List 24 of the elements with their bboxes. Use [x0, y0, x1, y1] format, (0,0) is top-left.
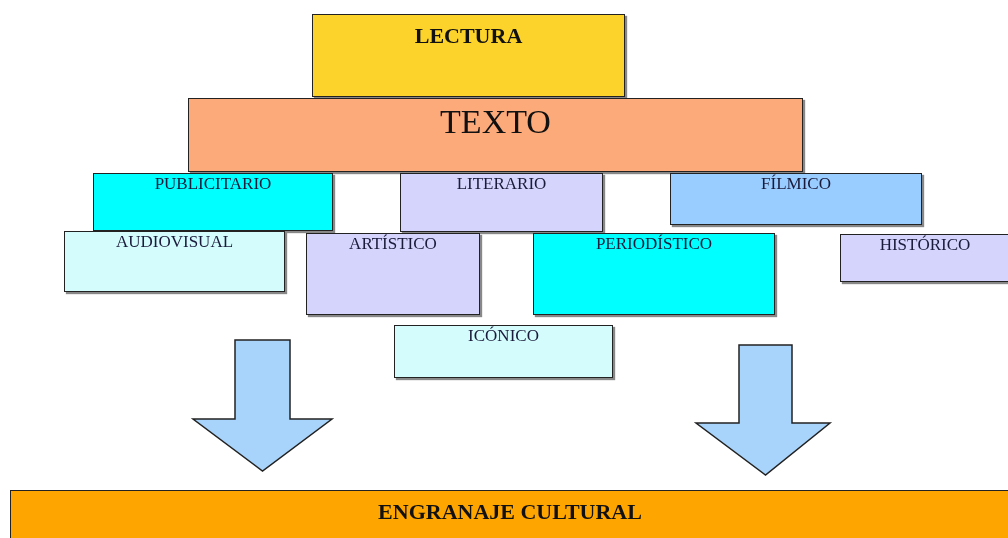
category-box [10, 490, 1008, 538]
box-label: PERIODÍSTICO [594, 234, 714, 254]
category-box [533, 233, 775, 315]
box-label: ARTÍSTICO [348, 234, 438, 254]
category-box [312, 14, 625, 97]
category-box [64, 231, 285, 292]
category-box [840, 234, 1008, 282]
box-label: LITERARIO [455, 174, 548, 194]
category-box [670, 173, 922, 225]
category-box [188, 98, 803, 172]
box-label: ICÓNICO [467, 326, 540, 346]
box-label: TEXTO [439, 103, 552, 141]
box-label: HISTÓRICO [878, 235, 972, 255]
block-arrow [190, 339, 335, 472]
box-label: AUDIOVISUAL [114, 232, 235, 252]
box-label: FÍLMICO [760, 174, 832, 194]
category-box [306, 233, 480, 315]
category-box [93, 173, 333, 231]
category-box [400, 173, 603, 232]
block-arrow [693, 344, 833, 476]
box-label: LECTURA [413, 23, 524, 49]
category-box [394, 325, 613, 378]
box-label: ENGRANAJE CULTURAL [377, 499, 643, 525]
box-label: PUBLICITARIO [153, 174, 273, 194]
